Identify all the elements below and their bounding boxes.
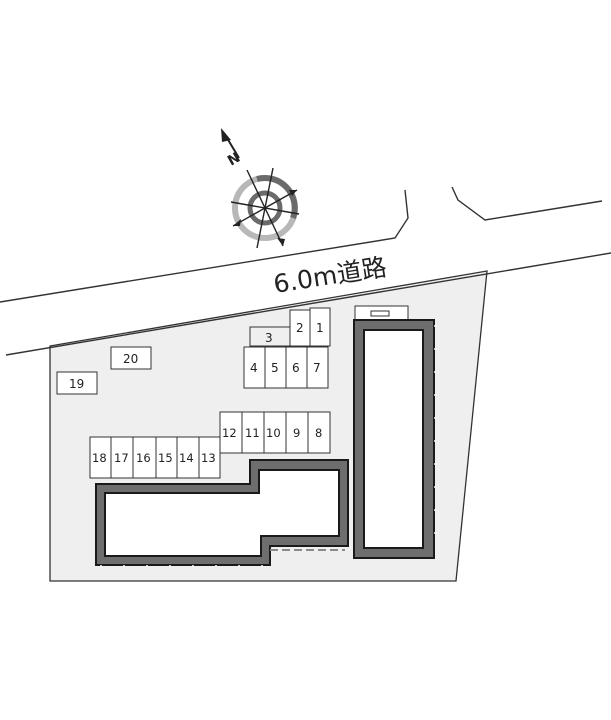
parking-space-8[interactable]: [307, 411, 331, 454]
parking-space-13[interactable]: [198, 436, 221, 479]
compass-arrow-se: [277, 238, 285, 246]
parking-space-20[interactable]: [110, 346, 152, 370]
road-upper-edge-left: [0, 189, 409, 303]
parking-label-3: 3: [265, 331, 273, 345]
compass-arrow-ne: [289, 190, 297, 196]
parking-label-13: 13: [201, 451, 216, 465]
road: [0, 186, 611, 356]
parking-label-15: 15: [158, 451, 173, 465]
parking-space-7[interactable]: [306, 346, 329, 389]
road-lower-edge: [5, 252, 611, 356]
north-arrow-icon: [221, 128, 231, 142]
parking-label-12: 12: [222, 426, 237, 440]
building-b: [353, 305, 436, 559]
parking-label-4: 4: [250, 361, 258, 375]
compass: N: [221, 128, 300, 249]
building-b-interior: [363, 329, 424, 549]
parking-label-7: 7: [313, 361, 321, 375]
road-upper-edge-right: [451, 186, 603, 221]
compass-arrow-sw: [233, 219, 241, 226]
parking-label-11: 11: [245, 426, 260, 440]
parking-cluster-top: [249, 307, 331, 347]
parking-label-18: 18: [92, 451, 107, 465]
parking-label-1: 1: [316, 321, 324, 335]
parking-row-4-7: [243, 346, 329, 389]
parking-label-20: 20: [123, 352, 138, 366]
parking-row-8-12: [219, 411, 331, 454]
parking-label-6: 6: [292, 361, 300, 375]
parking-row-13-18: [89, 436, 221, 479]
parking-label-5: 5: [271, 361, 279, 375]
parking-label-10: 10: [266, 426, 281, 440]
parking-space-19[interactable]: [56, 371, 98, 395]
parking-label-19: 19: [69, 377, 84, 391]
parking-label-14: 14: [179, 451, 194, 465]
parking-label-17: 17: [114, 451, 129, 465]
parking-label-8: 8: [315, 426, 322, 440]
compass-ring-inner: [247, 190, 283, 226]
building-a-interior: [104, 469, 340, 557]
parking-label-9: 9: [293, 426, 300, 440]
parking-label-16: 16: [136, 451, 151, 465]
building-a: [95, 459, 349, 567]
compass-ring-outer-dark: [256, 175, 298, 219]
north-label: N: [225, 150, 243, 170]
parking-label-2: 2: [296, 321, 304, 335]
building-b-annex-mark: [370, 310, 390, 317]
